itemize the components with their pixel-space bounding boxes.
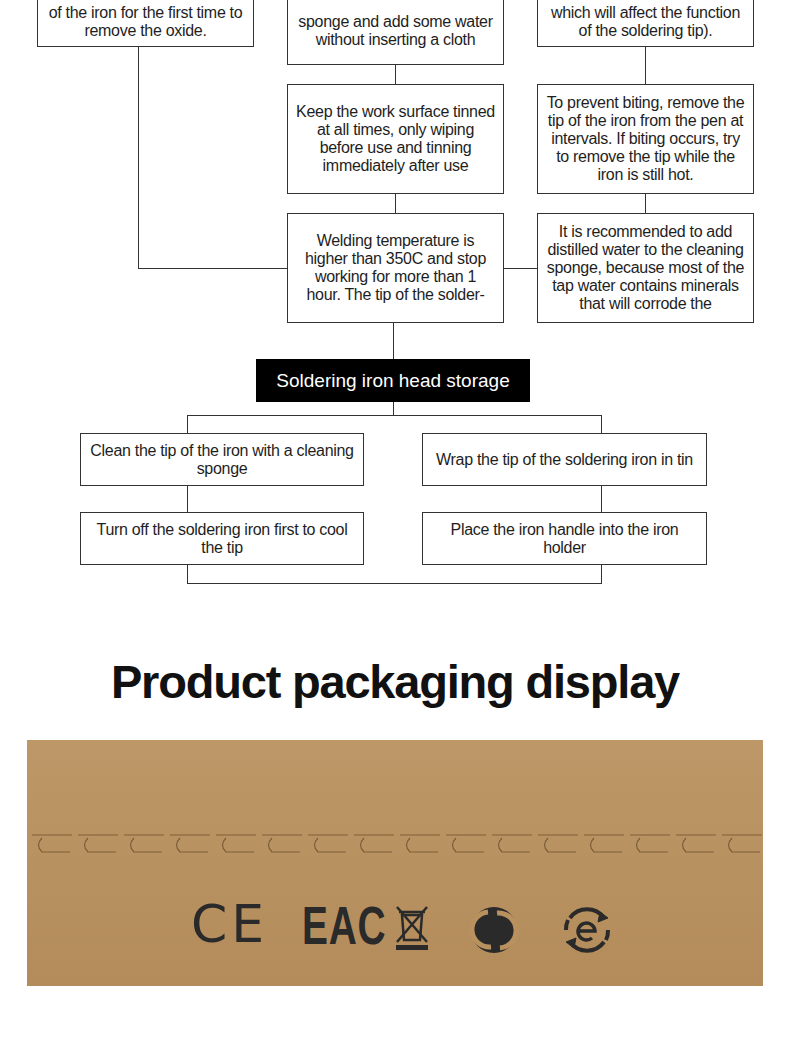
connector-line — [504, 268, 537, 269]
heading-box: Soldering iron head storage — [256, 359, 530, 402]
box-text: Place the iron handle into the iron hold… — [431, 521, 698, 557]
cardboard-box — [27, 740, 763, 986]
connector-line — [138, 47, 287, 268]
process-box: Turn off the soldering iron first to coo… — [80, 512, 364, 565]
box-text: Turn off the soldering iron first to coo… — [89, 521, 355, 557]
connector-line — [393, 402, 601, 433]
certification-mark: EAC — [302, 896, 386, 954]
perforation — [27, 830, 763, 856]
connector-line — [395, 194, 396, 213]
process-box: Clean the tip of the iron with a cleanin… — [80, 433, 364, 486]
connector-line — [187, 565, 601, 583]
box-text: which will affect the function of the so… — [546, 4, 745, 40]
connector-line — [645, 47, 646, 84]
box-text: Welding temperature is higher than 350C … — [296, 232, 495, 304]
process-box: Wrap the tip of the soldering iron in ti… — [422, 433, 707, 486]
certification-mark: CE — [191, 896, 268, 952]
process-box: To prevent biting, remove the tip of the… — [537, 84, 754, 194]
process-box: It is recommended to add distilled water… — [537, 213, 754, 323]
connector-line — [601, 486, 602, 512]
box-text: Clean the tip of the iron with a cleanin… — [89, 442, 355, 478]
box-text: Keep the work surface tinned at all time… — [296, 103, 495, 175]
process-box: sponge and add some water without insert… — [287, 0, 504, 65]
box-text: sponge and add some water without insert… — [296, 13, 495, 49]
connector-line — [393, 323, 394, 359]
recycle-e-symbol — [566, 909, 608, 950]
process-box: which will affect the function of the so… — [537, 0, 754, 47]
connector-line — [187, 402, 393, 433]
process-box: Keep the work surface tinned at all time… — [287, 84, 504, 194]
connector-line — [645, 194, 646, 213]
box-text: It is recommended to add distilled water… — [546, 223, 745, 313]
section-heading: Product packaging display — [0, 652, 790, 712]
process-box: of the iron for the first time to remove… — [37, 0, 254, 47]
box-text: Soldering iron head storage — [276, 369, 509, 393]
weee-bin-symbol — [396, 907, 428, 950]
green-dot-symbol — [471, 907, 517, 953]
process-box: Welding temperature is higher than 350C … — [287, 213, 504, 323]
box-text: Wrap the tip of the soldering iron in ti… — [436, 451, 693, 469]
connector-line — [395, 65, 396, 84]
process-box: Place the iron handle into the iron hold… — [422, 512, 707, 565]
box-text: of the iron for the first time to remove… — [46, 4, 245, 40]
box-text: To prevent biting, remove the tip of the… — [546, 94, 745, 184]
connector-line — [187, 486, 188, 512]
